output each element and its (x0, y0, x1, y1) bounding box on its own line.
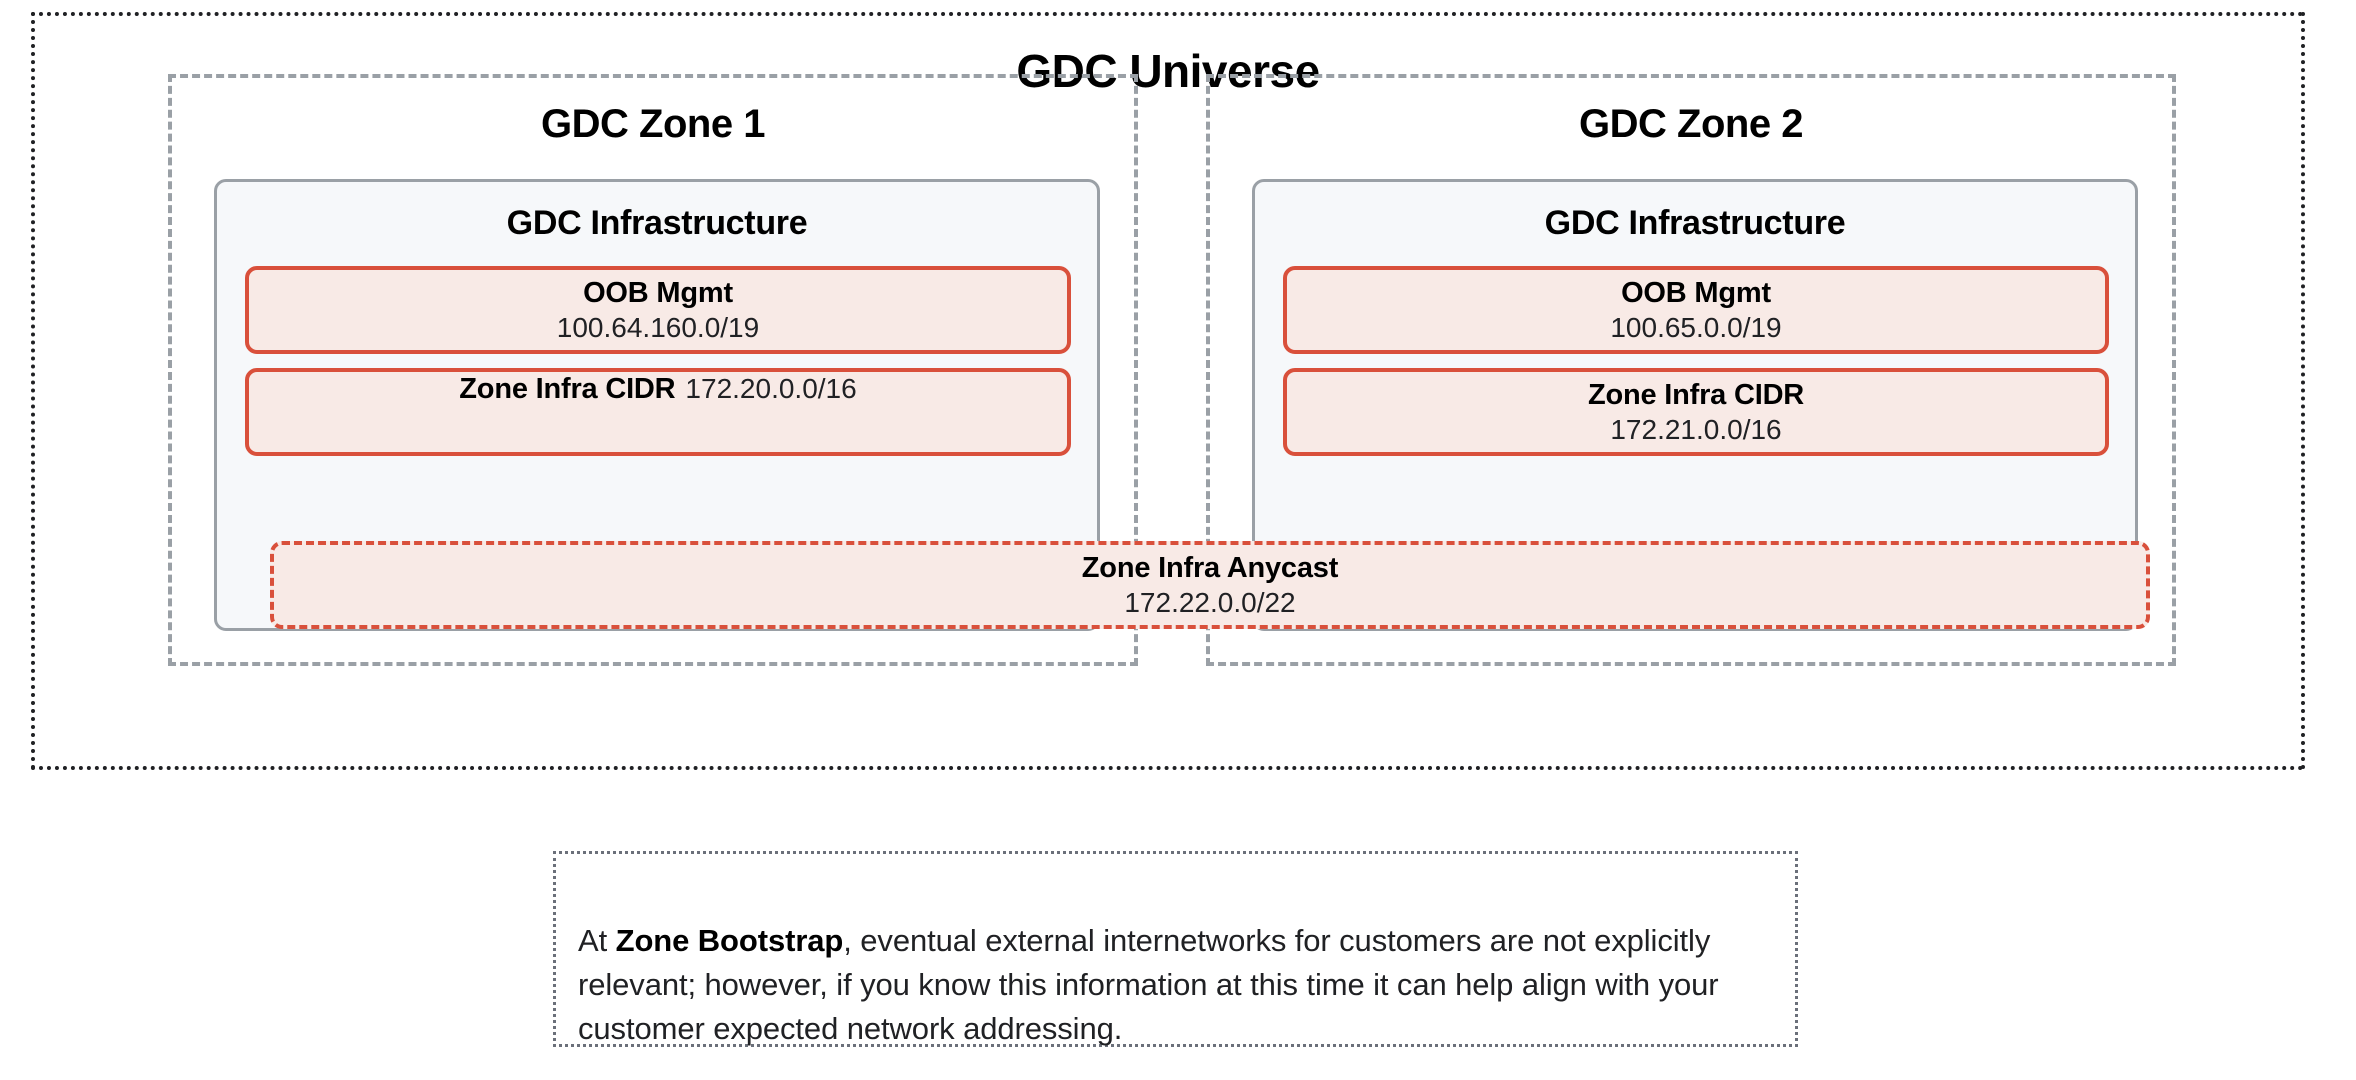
zone-1-oob-mgmt-value: 100.64.160.0/19 (556, 311, 760, 343)
zone-1-infrastructure-title: GDC Infrastructure (506, 204, 808, 242)
zone-1-oob-mgmt-box: OOB Mgmt 100.64.160.0/19 (245, 266, 1071, 354)
zone-1-oob-mgmt-label: OOB Mgmt (583, 277, 733, 310)
universe-title: GDC Universe (1016, 45, 1320, 97)
zone-2-infra-cidr-box: Zone Infra CIDR 172.21.0.0/16 (1283, 368, 2109, 456)
zone-infra-anycast-value: 172.22.0.0/22 (1124, 586, 1296, 618)
gdc-universe-container: GDC Universe GDC Zone 1 GDC Infrastructu… (31, 12, 2305, 770)
zone-1-title: GDC Zone 1 (541, 102, 765, 146)
zone-1-infra-cidr-value: 172.20.0.0/16 (685, 373, 857, 404)
note-bold-term: Zone Bootstrap (615, 923, 844, 958)
zone-2-oob-mgmt-label: OOB Mgmt (1621, 277, 1771, 310)
zone-2-infrastructure-title: GDC Infrastructure (1544, 204, 1846, 242)
zone-2-oob-mgmt-value: 100.65.0.0/19 (1610, 311, 1782, 343)
zone-2-infrastructure-card: GDC Infrastructure OOB Mgmt 100.65.0.0/1… (1252, 179, 2138, 631)
note-rest-text: , eventual external internetworks for cu… (578, 923, 1719, 1047)
bootstrap-note-box: At Zone Bootstrap, eventual external int… (553, 851, 1798, 1047)
bootstrap-note-text: At Zone Bootstrap, eventual external int… (578, 919, 1773, 1051)
zone-1-infra-cidr-box: Zone Infra CIDR 172.20.0.0/16 (245, 368, 1071, 456)
zone-2-oob-mgmt-box: OOB Mgmt 100.65.0.0/19 (1283, 266, 2109, 354)
note-lead-text: At (578, 923, 616, 958)
zone-2-title: GDC Zone 2 (1579, 102, 1803, 146)
zone-2-infra-cidr-value: 172.21.0.0/16 (1610, 413, 1782, 445)
zone-2-infra-cidr-label: Zone Infra CIDR (1587, 379, 1805, 412)
zone-infra-anycast-label: Zone Infra Anycast (1081, 552, 1339, 585)
zone-infra-anycast-box: Zone Infra Anycast 172.22.0.0/22 (270, 541, 2150, 629)
zone-1-infra-cidr-label: Zone Infra CIDR (459, 373, 676, 405)
zone-2-container: GDC Zone 2 GDC Infrastructure OOB Mgmt 1… (1206, 74, 2176, 666)
